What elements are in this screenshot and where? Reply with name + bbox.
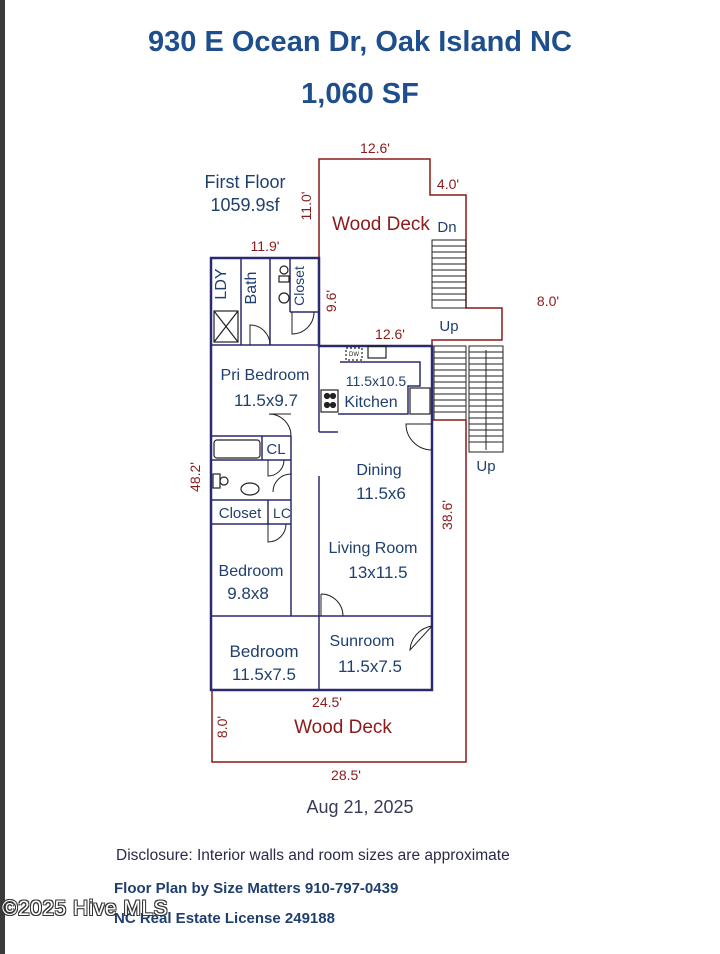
- stairs-up-landing-label: Up: [439, 318, 458, 335]
- kitchen-label: Kitchen: [344, 394, 397, 411]
- fixtures: [212, 265, 431, 496]
- right-stairs: [468, 345, 504, 453]
- bedroom3-size: 11.5x7.5: [232, 665, 296, 684]
- dishwasher-label: DW: [349, 352, 359, 358]
- bedroom3-label: Bedroom: [230, 642, 299, 661]
- ldy-label: LDY: [213, 268, 230, 299]
- washer-icon: [213, 310, 239, 343]
- bathtub-icon: [213, 439, 261, 459]
- bedroom2-label: Bedroom: [219, 563, 284, 580]
- pri-bedroom-size: 11.5x9.7: [234, 391, 298, 410]
- kitchen-size: 11.5x10.5: [346, 373, 407, 389]
- toilet-icon-2: [219, 476, 229, 486]
- lc-label: LC: [273, 505, 291, 521]
- refrigerator-icon: [409, 387, 431, 415]
- side-deck-outline: [211, 419, 467, 763]
- dining-size: 11.5x6: [356, 484, 406, 503]
- mls-watermark: ©2025 Hive MLS: [2, 897, 169, 920]
- plan-date: Aug 21, 2025: [306, 797, 414, 817]
- disclosure-text: Disclosure: Interior walls and room size…: [116, 847, 510, 864]
- wood-deck-bottom-label: Wood Deck: [294, 717, 392, 738]
- living-room-size: 13x11.5: [348, 563, 407, 582]
- left-border: [0, 0, 5, 954]
- dim-landing: 8.0': [537, 293, 559, 309]
- dishwasher-icon: [345, 347, 363, 361]
- license-text: NC Real Estate License 249188: [114, 910, 335, 927]
- sunroom-size: 11.5x7.5: [338, 657, 402, 676]
- kitchen-sink-icon: [367, 345, 387, 359]
- floor-name: First Floor: [205, 172, 286, 192]
- living-room-label: Living Room: [329, 540, 418, 557]
- dim-bath-height: 9.6': [323, 290, 339, 312]
- address-title: 930 E Ocean Dr, Oak Island NC: [148, 26, 572, 58]
- sunroom-label: Sunroom: [330, 633, 395, 650]
- dim-right-height: 38.6': [439, 500, 455, 530]
- sink-icon-2: [240, 482, 260, 496]
- dim-kitchen-top: 12.6': [375, 326, 405, 342]
- dining-label: Dining: [356, 462, 401, 479]
- dim-deck-bottom-width: 28.5': [331, 767, 361, 783]
- pri-bedroom-label: Pri Bedroom: [221, 367, 310, 384]
- dim-deck-bottom-height: 8.0': [214, 716, 230, 738]
- stove-icon: [320, 389, 339, 413]
- inner-stairs: [433, 345, 467, 421]
- credit-text: Floor Plan by Size Matters 910-797-0439: [114, 880, 399, 897]
- bath-label: Bath: [243, 272, 260, 305]
- toilet-icon: [279, 265, 289, 275]
- dim-deck-height: 11.0': [298, 192, 314, 221]
- bedroom2-size: 9.8x8: [227, 584, 269, 603]
- closet-top-label: Closet: [291, 266, 307, 306]
- sink-icon: [278, 292, 290, 304]
- down-stairs: [431, 239, 467, 309]
- closet-mid-label: Closet: [219, 505, 262, 522]
- house-exterior-walls: [209, 256, 434, 692]
- cl-label: CL: [266, 441, 285, 458]
- dim-house-bottom: 24.5': [312, 694, 342, 710]
- top-deck-outline: [318, 158, 503, 347]
- square-footage-title: 1,060 SF: [301, 78, 419, 110]
- stairs-up-right-label: Up: [476, 458, 495, 475]
- floor-area: 1059.9sf: [210, 195, 280, 215]
- dim-deck-top-width: 12.6': [360, 140, 390, 156]
- dim-deck-step: 4.0': [437, 176, 459, 192]
- dim-house-top: 11.9': [251, 238, 280, 254]
- wood-deck-top-label: Wood Deck: [332, 214, 430, 235]
- dim-house-height: 48.2': [187, 462, 203, 492]
- stairs-down-label: Dn: [437, 219, 456, 236]
- door-swings: [249, 311, 433, 652]
